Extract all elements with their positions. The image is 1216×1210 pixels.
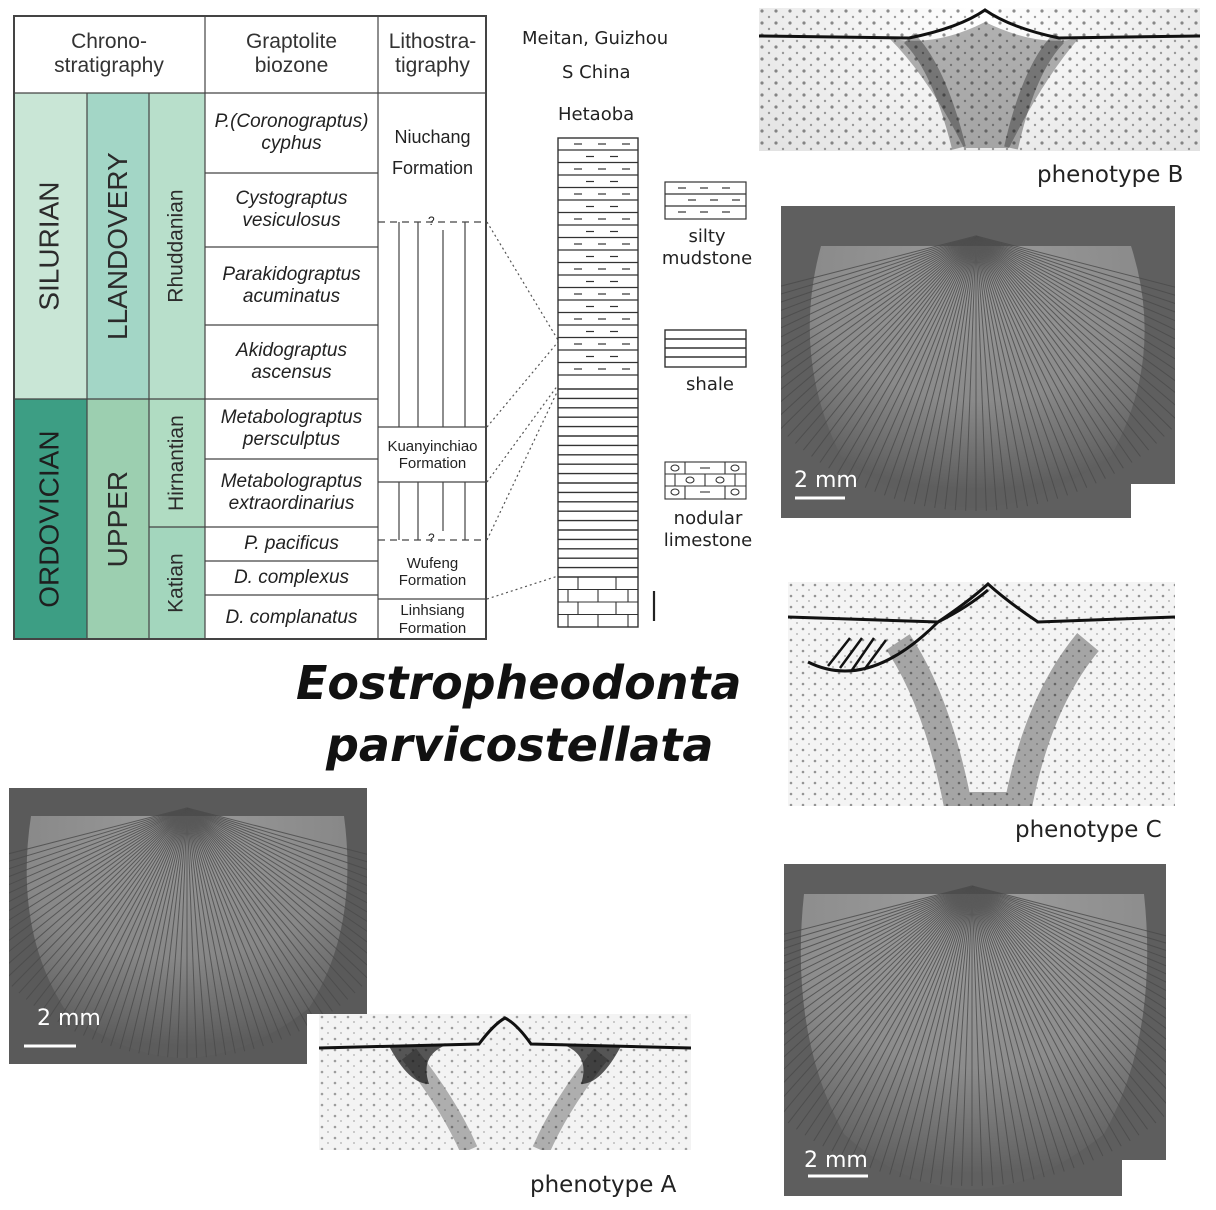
stage-rhuddanian: Rhuddanian bbox=[149, 93, 205, 399]
stratigraphic-column bbox=[557, 137, 656, 628]
stage-katian: Katian bbox=[149, 527, 205, 640]
biozone-acuminatus: Parakidograptus acuminatus bbox=[222, 264, 361, 307]
stage-hirnantian: Hirnantian bbox=[149, 399, 205, 527]
phenotype-b-shell-photo: 2 mm bbox=[781, 206, 1175, 518]
phenotype-a-label: phenotype A bbox=[530, 1172, 677, 1198]
legend-nodular-limestone-swatch bbox=[664, 461, 747, 500]
scale-bar-label-b: 2 mm bbox=[794, 468, 858, 493]
biozone-pacificus: P. pacificus bbox=[244, 533, 339, 555]
formation-question-mark-lower: ? bbox=[427, 531, 436, 545]
phenotype-a-shell-photo: 2 mm bbox=[9, 788, 367, 1064]
table-grid bbox=[13, 15, 487, 640]
biozone-complanatus: D. complanatus bbox=[225, 606, 358, 628]
biozone-cyphus: P.(Coronograptus) cyphus bbox=[214, 111, 369, 154]
formation-wufeng: Wufeng Formation bbox=[398, 554, 467, 589]
phenotype-b-interior-drawing bbox=[759, 8, 1200, 151]
formation-kuanyinchiao: Kuanyinchiao Formation bbox=[378, 429, 487, 481]
stratigraphy-table: Chrono- stratigraphy Graptolite biozone … bbox=[13, 15, 487, 640]
header-lithostratigraphy: Lithostra- tigraphy bbox=[388, 29, 477, 77]
correlation-lines bbox=[486, 221, 559, 600]
phenotype-c-label: phenotype C bbox=[1015, 817, 1162, 843]
column-section-name: Hetaoba bbox=[558, 104, 635, 125]
biozone-vesiculosus: Cystograptus vesiculosus bbox=[235, 188, 348, 231]
formation-question-mark-upper: ? bbox=[427, 214, 436, 228]
biozone-complexus: D. complexus bbox=[233, 567, 350, 589]
scale-bar-label-c: 2 mm bbox=[804, 1148, 868, 1173]
column-location-1: Meitan, Guizhou bbox=[522, 28, 669, 49]
legend-shale-label: shale bbox=[686, 374, 734, 395]
biozone-extraordinarius: Metabolograptus extraordinarius bbox=[220, 471, 363, 514]
column-location-2: S China bbox=[562, 62, 631, 83]
system-silurian: SILURIAN bbox=[13, 93, 87, 399]
formation-niuchang: Niuchang Formation bbox=[391, 127, 474, 178]
biozone-ascensus: Akidograptus ascensus bbox=[236, 340, 347, 383]
species-name-line2: parvicostellata bbox=[326, 718, 714, 772]
legend-nodular-label: nodular limestone bbox=[663, 508, 753, 551]
phenotype-b-label: phenotype B bbox=[1037, 162, 1184, 188]
formation-linhsiang: Linhsiang Formation bbox=[398, 602, 467, 637]
phenotype-c-interior-drawing bbox=[788, 582, 1175, 806]
species-name-line1: Eostropheodonta bbox=[296, 656, 742, 710]
legend-silty-label: silty mudstone bbox=[661, 226, 753, 269]
header-graptolite-biozone: Graptolite biozone bbox=[245, 29, 338, 77]
scale-bar-label-a: 2 mm bbox=[37, 1006, 101, 1031]
legend-shale-swatch bbox=[664, 329, 747, 368]
series-llandovery: LLANDOVERY bbox=[87, 93, 149, 399]
header-chronostratigraphy: Chrono- stratigraphy bbox=[54, 29, 164, 77]
phenotype-a-interior-drawing bbox=[319, 1014, 691, 1150]
phenotype-c-shell-photo: 2 mm bbox=[784, 864, 1166, 1196]
series-upper: UPPER bbox=[87, 399, 149, 640]
legend-silty-mudstone-swatch bbox=[664, 181, 747, 220]
system-ordovician: ORDOVICIAN bbox=[13, 399, 87, 640]
biozone-persculptus: Metabolograptus persculptus bbox=[220, 407, 363, 450]
